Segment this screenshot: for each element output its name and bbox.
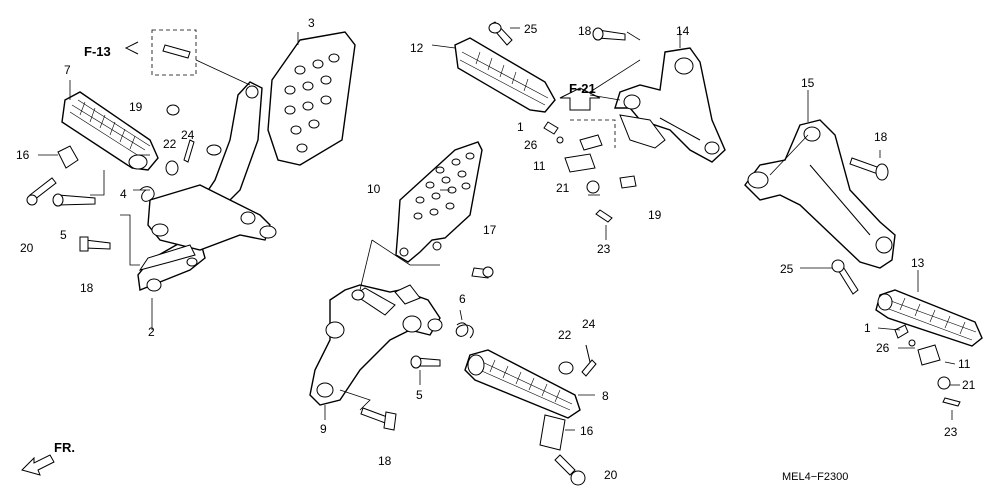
callout-3: 3 [308,16,315,30]
callout-12: 12 [410,41,424,55]
heel-guard-plate-3 [267,31,356,166]
left-leaders [38,32,299,330]
rear-right-leaders [431,27,681,240]
callout-11: 11 [533,159,546,173]
callout-23: 23 [597,242,611,256]
callout-6: 6 [459,292,466,306]
footpeg-8 [464,349,581,419]
callout-5-b: 5 [416,388,423,402]
callout-8: 8 [602,389,609,403]
chevron-left-icon [124,41,139,55]
callout-5: 5 [60,228,67,242]
callout-18-c: 18 [378,454,392,468]
callout-14: 14 [676,24,690,38]
callout-15: 15 [801,76,815,90]
diagram-code: MEL4−F2300 [782,471,848,483]
left-hardware [26,29,251,252]
rear-right-step-assembly [431,21,726,240]
callout-25-b: 25 [780,262,794,276]
footpeg-12 [454,37,556,113]
callout-22: 22 [163,137,177,151]
step-holder-9 [309,284,443,406]
callout-21-b: 21 [962,378,976,392]
callout-18: 18 [80,281,94,295]
callout-1: 1 [517,120,524,134]
callout-25: 25 [524,22,538,36]
step-holder-2 [137,81,277,292]
callout-18-d: 18 [874,130,888,144]
callout-21: 21 [556,181,570,195]
callout-2: 2 [148,325,155,339]
rear-left-hardware [831,157,961,407]
callout-19-b: 19 [648,208,662,222]
callout-24-b: 24 [582,317,596,331]
heel-guard-plate-10 [395,141,483,263]
callout-16: 16 [16,148,30,162]
callout-22-b: 22 [558,328,572,342]
step-bracket-14 [614,47,726,163]
callouts: 7 3 19 22 24 16 4 20 5 18 2 12 25 18 14 … [16,16,976,482]
left-step-assembly [26,29,356,330]
footpeg-13 [875,289,983,347]
step-bracket-15 [744,119,896,269]
rear-right-hardware [488,21,637,223]
front-label: FR. [54,440,75,455]
callout-20: 20 [20,241,34,255]
callout-23-b: 23 [944,425,958,439]
callout-4: 4 [120,187,127,201]
center-step-assembly [309,141,597,486]
callout-19: 19 [129,100,143,114]
callout-24: 24 [181,128,195,142]
callout-1-b: 1 [864,321,871,335]
ref-arrow-f13[interactable]: F-13 [84,41,139,59]
ref-arrow-f21[interactable]: F-21 [569,81,596,96]
callout-26-b: 26 [876,341,890,355]
rear-left-step-assembly [744,90,983,420]
ref-label-f21: F-21 [569,81,596,96]
callout-13: 13 [911,256,925,270]
arrow-front-icon [21,454,55,476]
callout-20-b: 20 [604,468,618,482]
ref-label-f13: F-13 [84,44,111,59]
callout-9: 9 [320,422,327,436]
callout-26: 26 [524,138,538,152]
front-direction-indicator: FR. [21,440,75,476]
callout-7: 7 [64,63,71,77]
callout-17: 17 [483,223,497,237]
callout-16-b: 16 [580,424,594,438]
callout-11-b: 11 [958,357,971,371]
callout-10: 10 [367,182,381,196]
callout-18-b: 18 [578,24,592,38]
center-hardware [360,266,597,486]
center-leaders [324,189,595,431]
rear-left-leaders [769,90,960,420]
